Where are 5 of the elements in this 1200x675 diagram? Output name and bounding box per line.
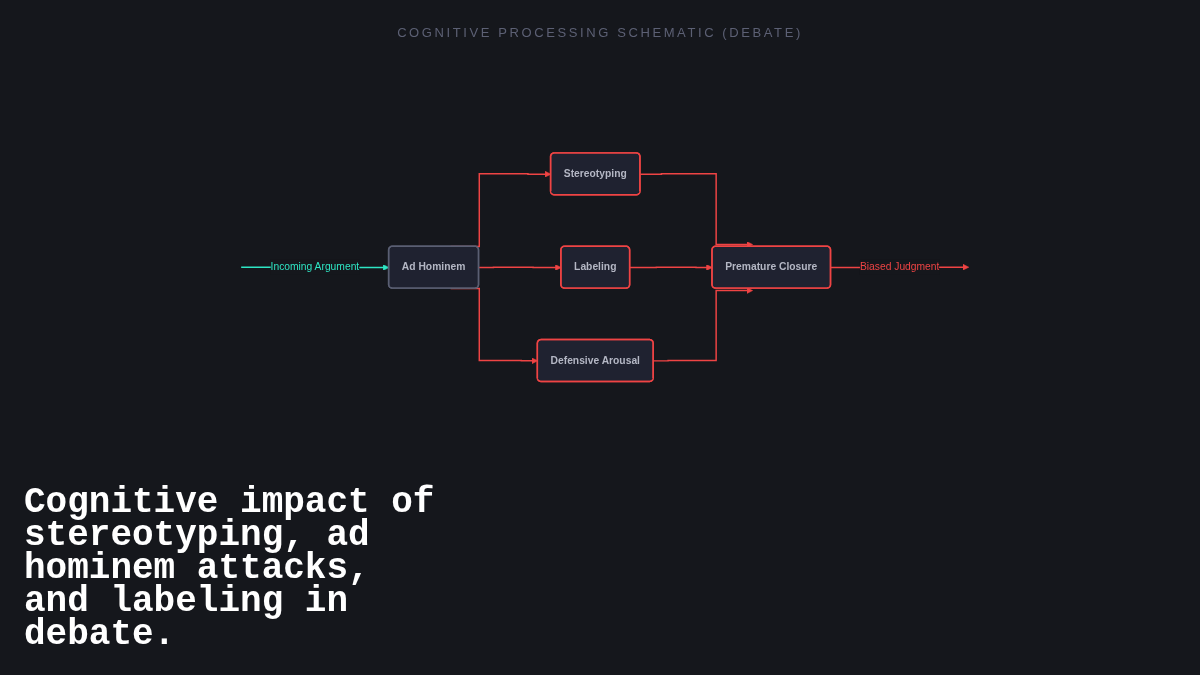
edge-label: Incoming Argument [270,260,360,273]
arrow [639,172,753,248]
diagram-title: COGNITIVE PROCESSING SCHEMATIC (DEBATE) [396,25,804,40]
edge-label: Biased Judgment [859,260,940,273]
caption-heading: Cognitive impact of stereotyping, ad hominem attacks, and labeling in debate. [24,486,436,651]
